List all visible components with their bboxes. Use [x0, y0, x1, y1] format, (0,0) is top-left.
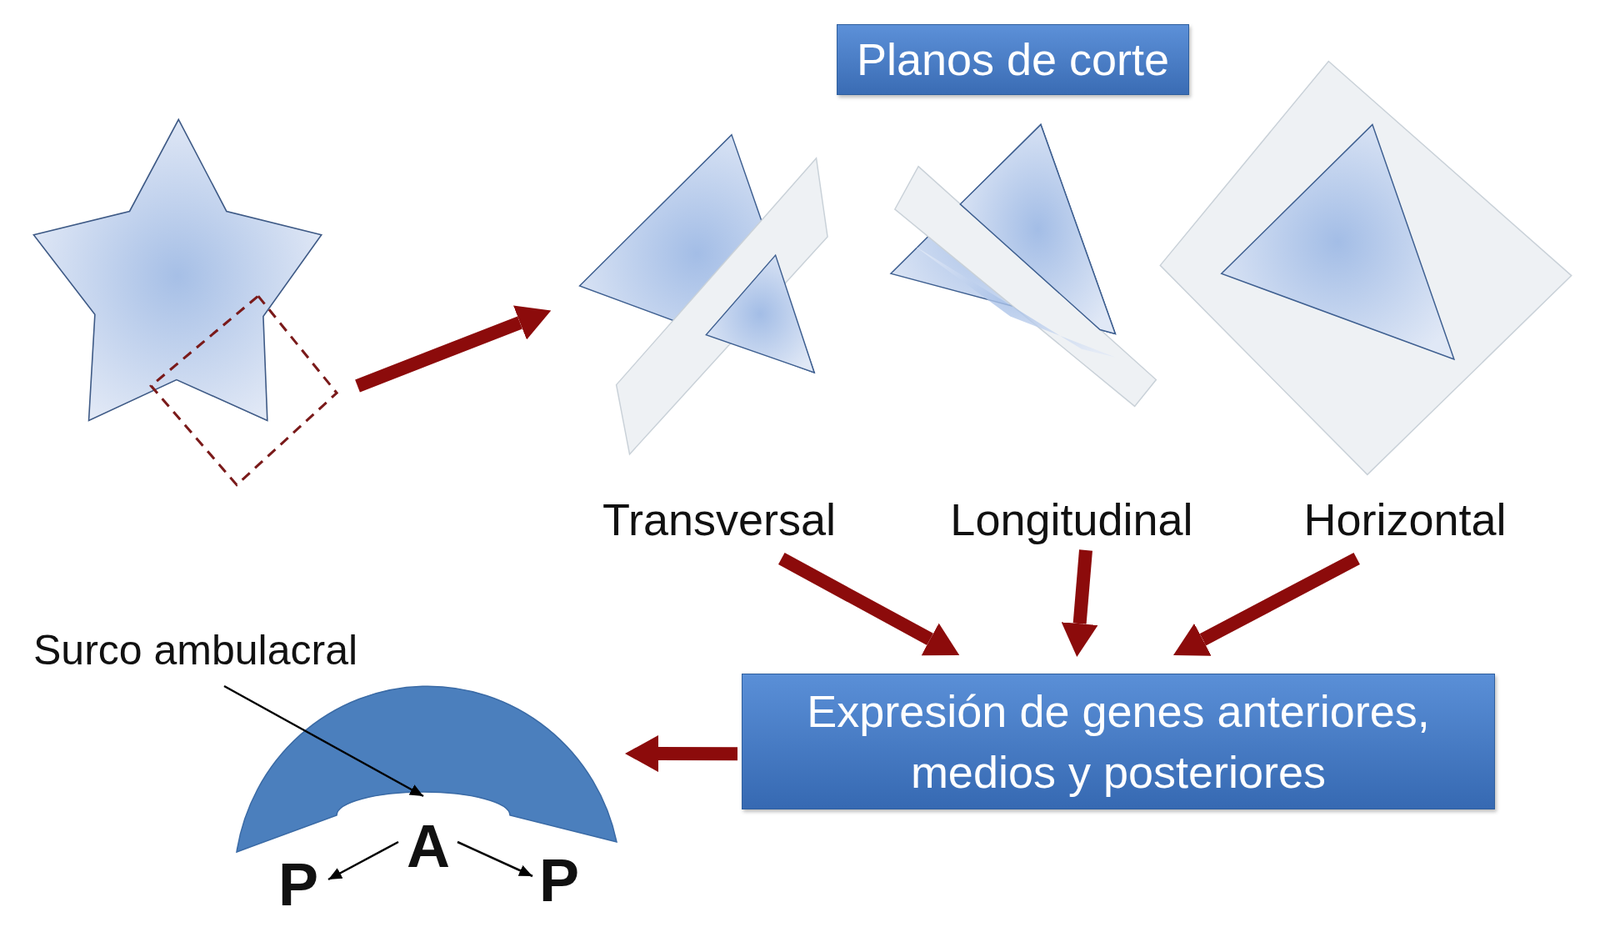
ambulacral-section: Surco ambulacralAP P [33, 625, 625, 917]
plane-label: Transversal [577, 490, 861, 549]
triangle-section [960, 124, 1115, 334]
starfish-star [33, 119, 321, 420]
selection-arrow [357, 322, 520, 386]
axis-arrow [457, 841, 533, 876]
title-text: Planos de corte [856, 35, 1170, 85]
plane-name: Transversal [602, 492, 836, 547]
plane-label: Horizontal [1263, 490, 1547, 549]
flow-arrow [1202, 558, 1357, 640]
axis-letter: P [517, 850, 601, 910]
process-box: Expresión de genes anteriores, medios y … [741, 673, 1495, 810]
triangle-section [913, 245, 1115, 358]
flow-arrow [781, 558, 930, 640]
cut-plane [1160, 60, 1571, 475]
leader-line [224, 685, 424, 796]
axis-letter: P [256, 854, 340, 915]
plane-label: Longitudinal [930, 490, 1214, 549]
part-label: Surco ambulacral [33, 626, 417, 675]
flow-arrow [658, 746, 738, 760]
axis-arrow [328, 841, 399, 880]
title-box: Planos de corte [836, 24, 1190, 95]
plane-name: Longitudinal [950, 492, 1193, 547]
plane-name: Horizontal [1303, 492, 1506, 547]
box-text: Expresión de genes anteriores, medios y … [759, 680, 1478, 803]
flow-arrow [1080, 550, 1086, 624]
triangle-section [705, 255, 815, 373]
dashed-selection [150, 295, 337, 485]
triangle-section [1221, 124, 1455, 360]
axis-letter: A [386, 815, 470, 876]
cut-plane [616, 158, 828, 455]
